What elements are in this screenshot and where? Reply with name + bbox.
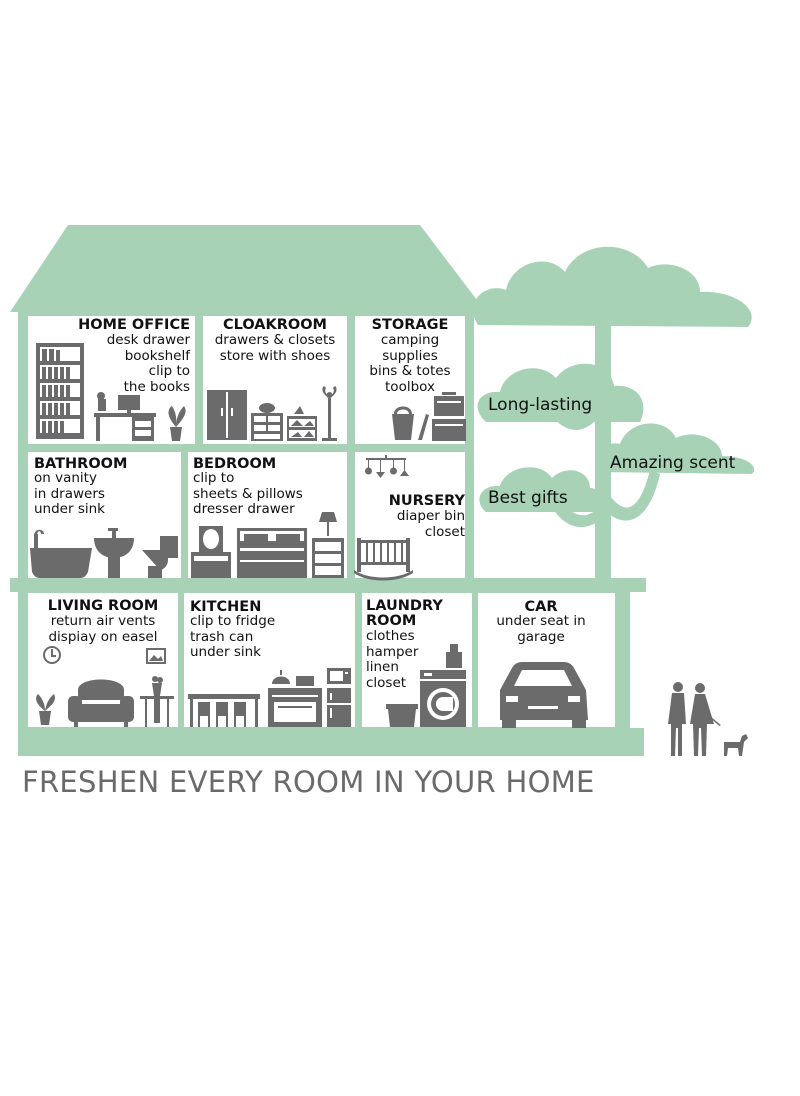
bathroom-line: on vanity — [34, 470, 97, 486]
storage-line: bins & totes — [369, 363, 451, 379]
crib-icon — [354, 538, 413, 581]
room-title-home-office: HOME OFFICE — [78, 317, 190, 333]
dog-icon — [724, 734, 748, 756]
room-title-cloakroom: CLOAKROOM — [222, 317, 327, 333]
picture-frame-icon — [146, 648, 166, 664]
shoe-rack-icon — [287, 406, 317, 441]
nursery-line: closet — [424, 523, 465, 540]
cloakroom-line: store with shoes — [219, 347, 331, 364]
feature-best-gifts: Best gifts — [488, 488, 568, 508]
laundry-line: hamper — [366, 643, 419, 660]
washing-machine-icon — [420, 670, 466, 727]
cloakroom-line: drawers & closets — [214, 332, 336, 348]
room-title-laundry-room: LAUNDRY ROOM — [366, 599, 443, 629]
bedroom-line: dresser drawer — [193, 501, 295, 517]
bathroom-line: under sink — [34, 501, 105, 517]
laundry-basket-icon — [386, 704, 418, 727]
laundry-line: clothes — [366, 628, 415, 644]
home-office-line: desk drawer — [106, 332, 190, 348]
potted-plant-icon — [168, 406, 186, 441]
laundry-title-line: LAUNDRY — [366, 598, 443, 614]
headline: FRESHEN EVERY ROOM IN YOUR HOME — [22, 765, 595, 799]
living-room-line: return air vents — [50, 613, 156, 629]
storage-line: toolbox — [385, 378, 435, 395]
room-lines-nursery: diaper bin closet — [396, 508, 465, 540]
kitchen-line: clip to fridge — [190, 613, 276, 629]
storage-line: camping — [380, 332, 440, 348]
microwave-icon — [327, 668, 351, 684]
detergent-bottle-icon — [446, 644, 462, 668]
room-lines-living-room: return air vents dispiay on easel — [28, 613, 178, 645]
car-icon — [500, 662, 588, 728]
baby-mobile-icon — [365, 455, 409, 478]
vanity-mirror-icon — [191, 526, 231, 578]
side-table-vase-icon — [140, 676, 174, 727]
car-line: under seat in — [496, 613, 586, 629]
nightstand-lamp-icon — [312, 512, 344, 578]
stove-icon — [268, 670, 322, 727]
couple-walking-icon — [668, 682, 721, 756]
feature-long-lasting: Long-lasting — [488, 395, 593, 415]
room-lines-cloakroom: drawers & closets store with shoes — [203, 332, 347, 364]
room-lines-bedroom: clip to sheets & pillows dresser drawer — [193, 470, 303, 518]
room-title-living-room: LIVING ROOM — [47, 598, 159, 614]
refrigerator-icon — [327, 688, 351, 727]
storage-line: supplies — [382, 347, 438, 364]
armchair-icon — [68, 679, 134, 727]
home-office-line: clip to — [148, 363, 190, 379]
nursery-line: diaper bin — [396, 508, 465, 524]
roof — [10, 225, 486, 312]
bucket-icon — [392, 406, 414, 440]
room-lines-car: under seat in garage — [478, 613, 604, 645]
desk-icon — [94, 392, 156, 441]
potted-plant-icon — [36, 694, 55, 725]
room-title-bedroom: BEDROOM — [193, 456, 277, 472]
toolbox-icon — [418, 392, 466, 441]
toilet-icon — [142, 536, 178, 578]
car-line: garage — [517, 628, 565, 645]
bathtub-icon — [30, 529, 92, 578]
room-lines-kitchen: clip to fridge trash can under sink — [190, 613, 276, 661]
dining-chairs-icon — [188, 694, 260, 727]
bedroom-line: clip to — [193, 470, 235, 486]
room-title-nursery: NURSERY — [388, 493, 465, 509]
dresser-icon — [251, 403, 283, 441]
room-title-bathroom: BATHROOM — [34, 456, 128, 472]
coat-rack-icon — [322, 386, 337, 441]
laundry-title-line: ROOM — [366, 613, 417, 629]
bathroom-line: in drawers — [34, 485, 105, 502]
bookshelf-icon — [36, 343, 84, 439]
ground-base — [20, 728, 644, 756]
room-lines-laundry-room: clothes hamper linen closet — [366, 628, 419, 691]
living-room-line: dispiay on easel — [48, 628, 158, 645]
laundry-line: linen — [366, 659, 399, 675]
room-lines-bathroom: on vanity in drawers under sink — [34, 470, 105, 518]
kitchen-line: trash can — [190, 628, 254, 645]
wardrobe-icon — [207, 390, 247, 440]
laundry-line: closet — [366, 674, 407, 691]
bedroom-line: sheets & pillows — [193, 485, 303, 502]
kitchen-line: under sink — [190, 644, 261, 660]
home-office-line: the books — [123, 378, 190, 395]
room-title-kitchen: KITCHEN — [190, 599, 262, 615]
sink-icon — [94, 528, 134, 578]
room-title-car: CAR — [524, 599, 558, 615]
wall-clock-icon — [43, 646, 61, 664]
room-lines-home-office: desk drawer bookshelf clip to the books — [106, 332, 190, 395]
feature-amazing-scent: Amazing scent — [610, 453, 736, 473]
room-title-storage: STORAGE — [371, 317, 449, 333]
room-lines-storage: camping supplies bins & totes toolbox — [355, 332, 465, 395]
home-office-line: bookshelf — [124, 347, 190, 364]
bed-icon — [237, 528, 307, 578]
